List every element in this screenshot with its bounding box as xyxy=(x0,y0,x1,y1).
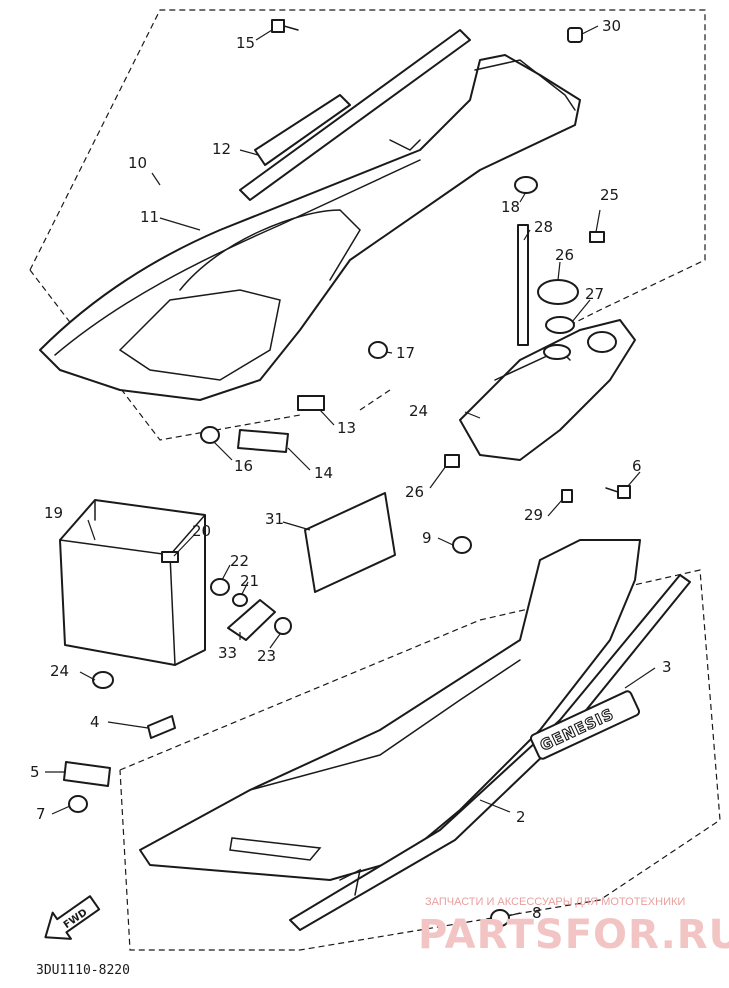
grommet-7 xyxy=(68,795,88,813)
side-stripe xyxy=(289,574,691,931)
callout-26-bottom: 26 xyxy=(405,483,424,501)
callout-6: 6 xyxy=(632,457,642,475)
watermark-line1: ЗАПЧАСТИ И АКСЕССУАРЫ ДЛЯ МОТОТЕХНИКИ xyxy=(425,896,685,908)
callout-9: 9 xyxy=(422,529,432,547)
pad-4 xyxy=(147,715,176,739)
bolt-6 xyxy=(605,485,631,499)
callout-29: 28 xyxy=(534,218,553,236)
callout-8: 8 xyxy=(532,904,542,922)
leader-lines xyxy=(45,25,656,917)
callout-23: 23 xyxy=(257,647,276,665)
callout-14: 14 xyxy=(314,464,333,482)
callout-18: 18 xyxy=(501,198,520,216)
callout-7: 7 xyxy=(36,805,46,823)
callout-31: 30 xyxy=(602,17,621,35)
label-sheet-32 xyxy=(304,492,396,593)
bolt-15 xyxy=(271,19,299,33)
callout-17: 17 xyxy=(396,344,415,362)
callout-26-top: 25 xyxy=(600,186,619,204)
callout-27: 26 xyxy=(555,246,574,264)
pad-5 xyxy=(63,761,111,787)
grommet-18 xyxy=(514,176,538,194)
callout-labels: 15 30 12 10 11 18 17 13 14 16 24 28 26 2… xyxy=(30,17,672,922)
plate-13 xyxy=(297,395,325,411)
callout-13: 13 xyxy=(337,419,356,437)
bracket-33 xyxy=(227,599,276,641)
clip-30 xyxy=(561,489,573,503)
callout-28: 27 xyxy=(585,285,604,303)
callout-21: 21 xyxy=(240,572,259,590)
battery-box xyxy=(59,499,206,666)
callout-10: 10 xyxy=(128,154,147,172)
callout-22: 22 xyxy=(230,552,249,570)
watermark-line2: PARTSFOR.RU xyxy=(418,912,729,958)
callout-16: 16 xyxy=(234,457,253,475)
nut-23 xyxy=(274,617,292,635)
grommet-31 xyxy=(567,27,583,43)
callout-4: 4 xyxy=(90,713,100,731)
callout-32: 31 xyxy=(265,510,284,528)
callout-30: 29 xyxy=(524,506,543,524)
callout-19: 19 xyxy=(44,504,63,522)
damper-17 xyxy=(368,341,388,359)
callout-3: 3 xyxy=(662,658,672,676)
callout-12: 12 xyxy=(212,140,231,158)
washer-22 xyxy=(210,578,230,596)
fwd-arrow: FWD xyxy=(44,895,101,940)
oil-tank-assembly xyxy=(444,224,636,468)
collar-21 xyxy=(232,593,248,607)
callout-2: 2 xyxy=(516,808,526,826)
grommet-24 xyxy=(92,671,114,689)
pad-14 xyxy=(237,429,289,453)
side-cover-assembly xyxy=(139,539,691,931)
callout-11: 11 xyxy=(140,208,159,226)
grommet-8 xyxy=(490,909,510,927)
tail-trim-strip xyxy=(254,94,351,166)
callout-20: 20 xyxy=(192,522,211,540)
callout-24: 24 xyxy=(50,662,69,680)
callout-25: 24 xyxy=(409,402,428,420)
grommet-9 xyxy=(452,536,472,554)
callout-15: 15 xyxy=(236,34,255,52)
grommet-16 xyxy=(200,426,220,444)
callout-33: 33 xyxy=(218,644,237,662)
callout-5: 5 xyxy=(30,763,40,781)
diagram-code: 3DU1110-8220 xyxy=(36,963,130,978)
tail-rail xyxy=(239,29,471,201)
seat-cover-assembly xyxy=(39,54,581,401)
